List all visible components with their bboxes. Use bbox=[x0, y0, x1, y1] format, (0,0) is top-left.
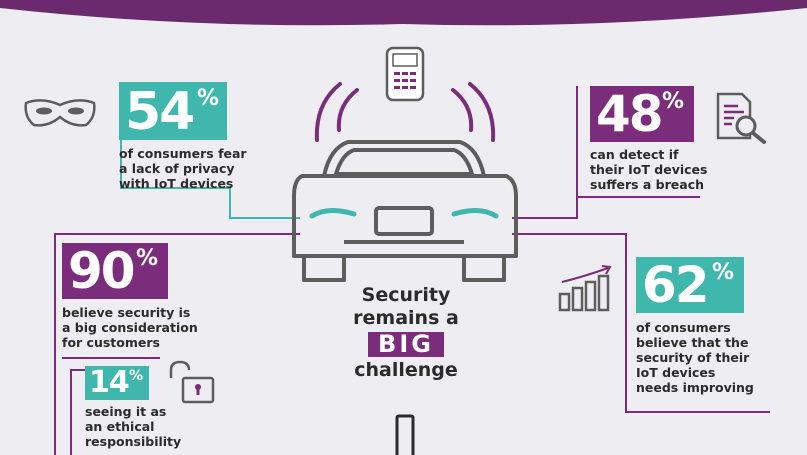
stat-90-number: 90 bbox=[68, 242, 136, 300]
stat-62-number: 62 bbox=[642, 256, 710, 314]
chart-growth-icon bbox=[558, 265, 612, 312]
stat-54-percent: % bbox=[197, 86, 220, 111]
stat-14-number: 14 bbox=[89, 365, 130, 400]
stat-14-description: seeing it as an ethical responsibility bbox=[85, 404, 182, 449]
phone-icon bbox=[395, 414, 415, 455]
padlock-icon bbox=[169, 360, 215, 404]
stat-62-percent: % bbox=[712, 260, 735, 285]
stat-14-percent: % bbox=[129, 368, 144, 384]
stat-90-box: 90 % bbox=[62, 243, 168, 299]
stat-48-percent: % bbox=[662, 89, 685, 114]
stat-48-number: 48 bbox=[596, 85, 664, 143]
stat-48-box: 48 % bbox=[590, 86, 694, 142]
key-fob-icon bbox=[385, 46, 425, 102]
stat-14-box: 14 % bbox=[85, 366, 149, 400]
mask-icon bbox=[24, 99, 96, 127]
headline-line3: challenge bbox=[354, 359, 458, 381]
stat-48-description: can detect if their IoT devices suffers … bbox=[590, 147, 708, 192]
headline-line1: Security bbox=[361, 284, 451, 306]
stat-62-description: of consumers believe that the security o… bbox=[636, 320, 754, 395]
stat-90-percent: % bbox=[136, 246, 159, 271]
car-icon bbox=[292, 140, 518, 282]
stat-54-number: 54 bbox=[125, 82, 195, 142]
signal-waves-icon bbox=[314, 82, 496, 142]
headline: Security remains a BIG challenge bbox=[338, 284, 474, 382]
stat-62-box: 62 % bbox=[636, 257, 744, 313]
stat-54-description: of consumers fear a lack of privacy with… bbox=[119, 146, 247, 191]
header-band bbox=[0, 0, 807, 26]
stat-90-description: believe security is a big consideration … bbox=[62, 305, 198, 350]
stat-54-box: 54 % bbox=[119, 82, 227, 140]
headline-line2: remains a bbox=[353, 307, 459, 329]
headline-badge: BIG bbox=[368, 332, 444, 357]
document-search-icon bbox=[716, 92, 766, 144]
